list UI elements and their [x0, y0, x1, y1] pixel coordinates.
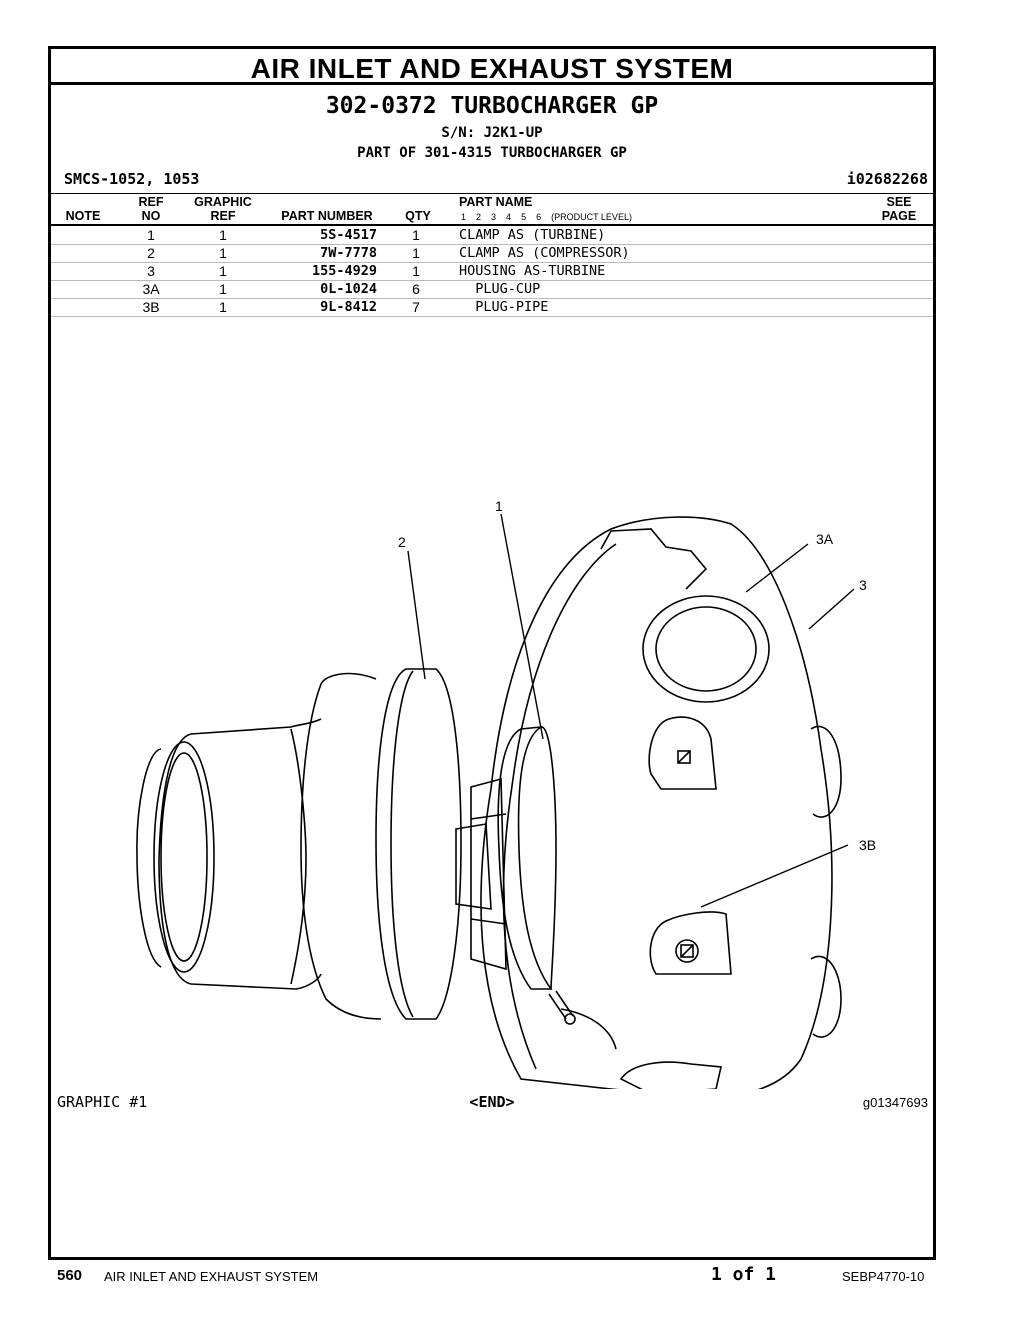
- leader-1: [500, 513, 544, 740]
- page-frame: AIR INLET AND EXHAUST SYSTEM 302-0372 TU…: [48, 46, 936, 1260]
- callout-3b: 3B: [859, 837, 877, 853]
- footer-doc-number: SEBP4770-10: [842, 1269, 925, 1284]
- turbine-housing: [480, 516, 833, 1089]
- col-part-number: PART NUMBER: [281, 209, 373, 223]
- row-graphic-ref: 1: [219, 227, 227, 243]
- row-part-number: 5S-4517: [320, 227, 377, 243]
- row-part-name: HOUSING AS-TURBINE: [459, 263, 606, 279]
- row-ref: 3B: [142, 299, 160, 315]
- col-graphic-bottom: REF: [210, 209, 236, 223]
- callout-1: 1: [495, 498, 503, 514]
- serial-number: S/N: J2K1-UP: [441, 125, 543, 141]
- part-of-label: PART OF 301-4315 TURBOCHARGER GP: [357, 145, 627, 161]
- compressor-clamp: [375, 668, 462, 1020]
- row-graphic-ref: 1: [219, 299, 227, 315]
- group-title: 302-0372 TURBOCHARGER GP: [325, 93, 659, 119]
- row-ref: 1: [147, 227, 155, 243]
- section-title: AIR INLET AND EXHAUST SYSTEM: [51, 49, 933, 85]
- leader-3a: [745, 543, 809, 593]
- row-part-number: 155-4929: [311, 263, 377, 279]
- row-ref: 3: [147, 263, 155, 279]
- row-ref: 2: [147, 245, 155, 261]
- row-part-number: 9L-8412: [320, 299, 377, 315]
- row-part-number: 7W-7778: [320, 245, 377, 261]
- row-graphic-ref: 1: [219, 245, 227, 261]
- bearing-housing: [470, 777, 507, 971]
- graphic-label: GRAPHIC #1: [57, 1093, 148, 1111]
- footer-page-number: 560: [57, 1267, 83, 1284]
- row-part-name: CLAMP AS (COMPRESSOR): [459, 245, 630, 261]
- table-row: 2 1 7W-7778 1 CLAMP AS (COMPRESSOR): [51, 244, 933, 263]
- table-row: 3B 1 9L-8412 7 PLUG-PIPE: [51, 298, 933, 317]
- turbocharger-drawing: [136, 516, 842, 1089]
- col-ref-top: REF: [138, 195, 164, 209]
- footer-page-of: 1 of 1: [711, 1264, 777, 1285]
- row-graphic-ref: 1: [219, 281, 227, 297]
- callout-leaders: [407, 513, 855, 908]
- leader-3: [808, 588, 855, 630]
- row-part-name: PLUG-PIPE: [459, 299, 549, 315]
- plug-cup: [655, 606, 757, 692]
- row-qty: 7: [412, 299, 420, 315]
- row-part-name: CLAMP AS (TURBINE): [459, 227, 606, 243]
- table-row: 3A 1 0L-1024 6 PLUG-CUP: [51, 280, 933, 299]
- end-marker: <END>: [469, 1093, 515, 1111]
- leader-2: [407, 550, 426, 680]
- table-row: 1 1 5S-4517 1 CLAMP AS (TURBINE): [51, 226, 933, 245]
- table-row: 3 1 155-4929 1 HOUSING AS-TURBINE: [51, 262, 933, 281]
- footer-section: AIR INLET AND EXHAUST SYSTEM: [104, 1269, 319, 1284]
- callout-2: 2: [398, 534, 406, 550]
- row-qty: 1: [412, 263, 420, 279]
- table-header-top-rule: [51, 193, 933, 194]
- row-qty: 6: [412, 281, 420, 297]
- row-ref: 3A: [142, 281, 160, 297]
- col-qty: QTY: [405, 209, 431, 223]
- callout-3: 3: [859, 577, 867, 593]
- leader-3b: [700, 844, 849, 908]
- smcs-code: SMCS-1052, 1053: [64, 170, 200, 188]
- col-part-name: PART NAME: [459, 195, 533, 209]
- col-see-top: SEE: [886, 195, 912, 209]
- plug-cup-ring: [642, 595, 770, 703]
- row-qty: 1: [412, 245, 420, 261]
- compressor-inlet: [153, 741, 215, 973]
- document-id: i02682268: [846, 170, 928, 188]
- row-graphic-ref: 1: [219, 263, 227, 279]
- col-see-bottom: PAGE: [881, 209, 917, 223]
- row-qty: 1: [412, 227, 420, 243]
- row-part-name: PLUG-CUP: [459, 281, 541, 297]
- table-header-bottom-rule: [51, 224, 933, 226]
- graphic-id: g01347693: [862, 1095, 928, 1110]
- row-part-number: 0L-1024: [320, 281, 377, 297]
- col-note: NOTE: [65, 209, 101, 223]
- compressor-housing: [158, 718, 322, 990]
- callout-3a: 3A: [816, 531, 834, 547]
- col-ref-bottom: NO: [141, 209, 161, 223]
- col-graphic-top: GRAPHIC: [194, 195, 252, 209]
